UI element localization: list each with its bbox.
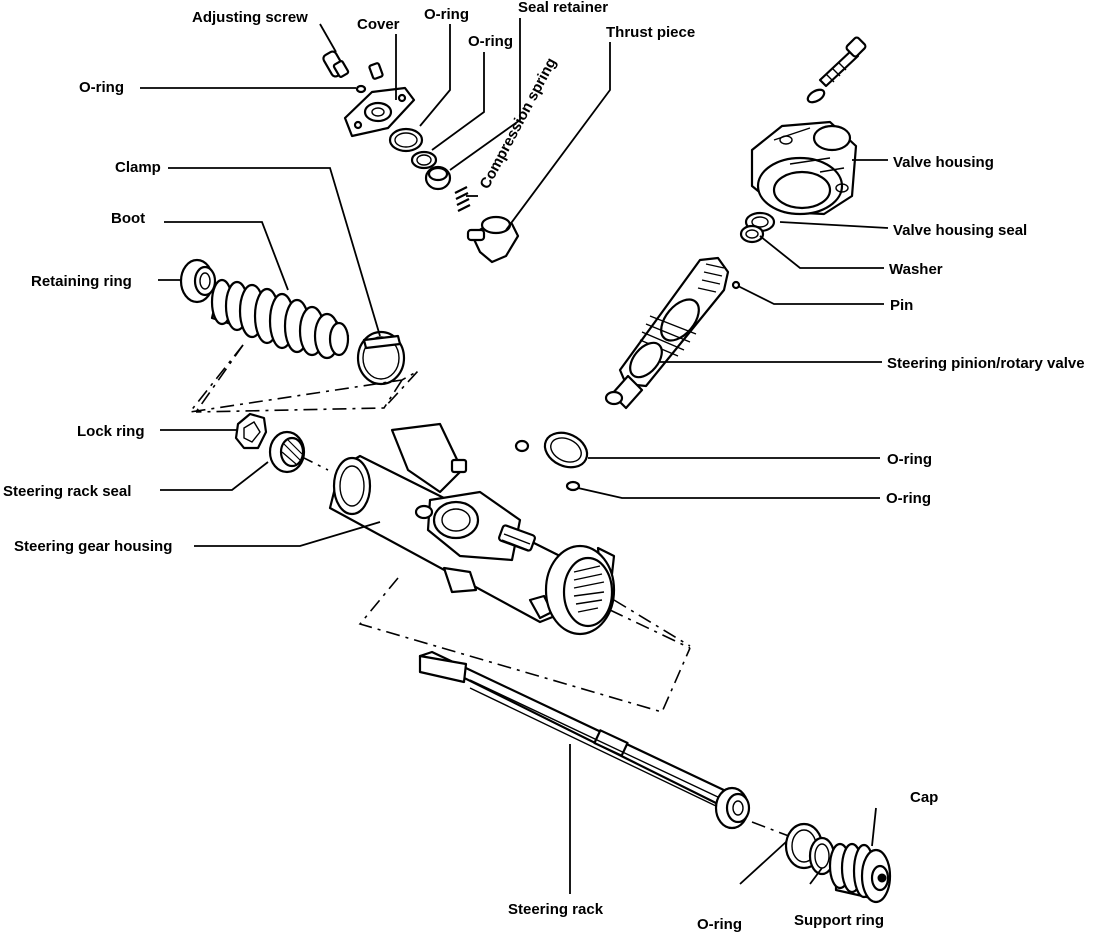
rack-assembly-dashed-outline	[358, 577, 691, 713]
label-o-ring-right-1: O-ring	[887, 451, 932, 468]
bolt-part	[818, 36, 867, 88]
label-steering-rack-seal: Steering rack seal	[3, 483, 131, 500]
label-valve-housing: Valve housing	[893, 154, 994, 171]
steering-gear-housing-part	[328, 422, 616, 636]
label-o-ring-bottom: O-ring	[697, 916, 742, 933]
label-o-ring-right-2: O-ring	[886, 490, 931, 507]
thrust-piece-part	[466, 215, 520, 264]
lock-ring-part	[234, 412, 268, 450]
o-ring-upper-right-part	[806, 88, 826, 104]
steering-pinion-part	[604, 256, 730, 410]
o-ring-small-part	[355, 84, 367, 94]
seal-retainer-part	[424, 165, 452, 191]
adjusting-screw-part	[322, 50, 350, 78]
label-lock-ring: Lock ring	[77, 423, 145, 440]
washer-part	[739, 224, 765, 244]
label-compression-spring: Compression spring	[477, 55, 560, 192]
label-steering-gear-housing: Steering gear housing	[14, 538, 172, 555]
label-cap: Cap	[910, 789, 938, 806]
o-ring-tiny-part	[514, 439, 530, 453]
pin-part	[731, 280, 741, 290]
clamp-part	[356, 330, 406, 386]
boot-assembly-dashed-outline	[188, 344, 419, 414]
label-pin: Pin	[890, 297, 913, 314]
label-seal-retainer: Seal retainer	[518, 0, 608, 16]
label-thrust-piece: Thrust piece	[606, 24, 695, 41]
o-ring-2-part	[410, 150, 438, 170]
retaining-ring-part	[179, 258, 217, 304]
steering-rack-part	[418, 650, 751, 830]
label-cover: Cover	[357, 16, 400, 33]
label-o-ring-left: O-ring	[79, 79, 124, 96]
compression-spring-part	[454, 186, 471, 212]
label-washer: Washer	[889, 261, 943, 278]
label-valve-housing-seal: Valve housing seal	[893, 222, 1027, 239]
o-ring-large-part	[543, 431, 589, 469]
label-support-ring: Support ring	[794, 912, 884, 929]
label-steering-pinion: Steering pinion/rotary valve	[887, 355, 1085, 372]
label-retaining-ring: Retaining ring	[31, 273, 132, 290]
label-o-ring-top-2: O-ring	[468, 33, 513, 50]
cap-part	[828, 842, 892, 904]
cover-part	[343, 62, 416, 138]
boot-part	[210, 278, 350, 360]
label-o-ring-top-1: O-ring	[424, 6, 469, 23]
label-clamp: Clamp	[115, 159, 161, 176]
label-boot: Boot	[111, 210, 145, 227]
o-ring-small-right-part	[565, 480, 581, 492]
steering-rack-seal-part	[268, 430, 306, 474]
label-steering-rack: Steering rack	[508, 901, 604, 918]
valve-housing-part	[750, 120, 858, 216]
label-adjusting-screw: Adjusting screw	[192, 9, 308, 26]
